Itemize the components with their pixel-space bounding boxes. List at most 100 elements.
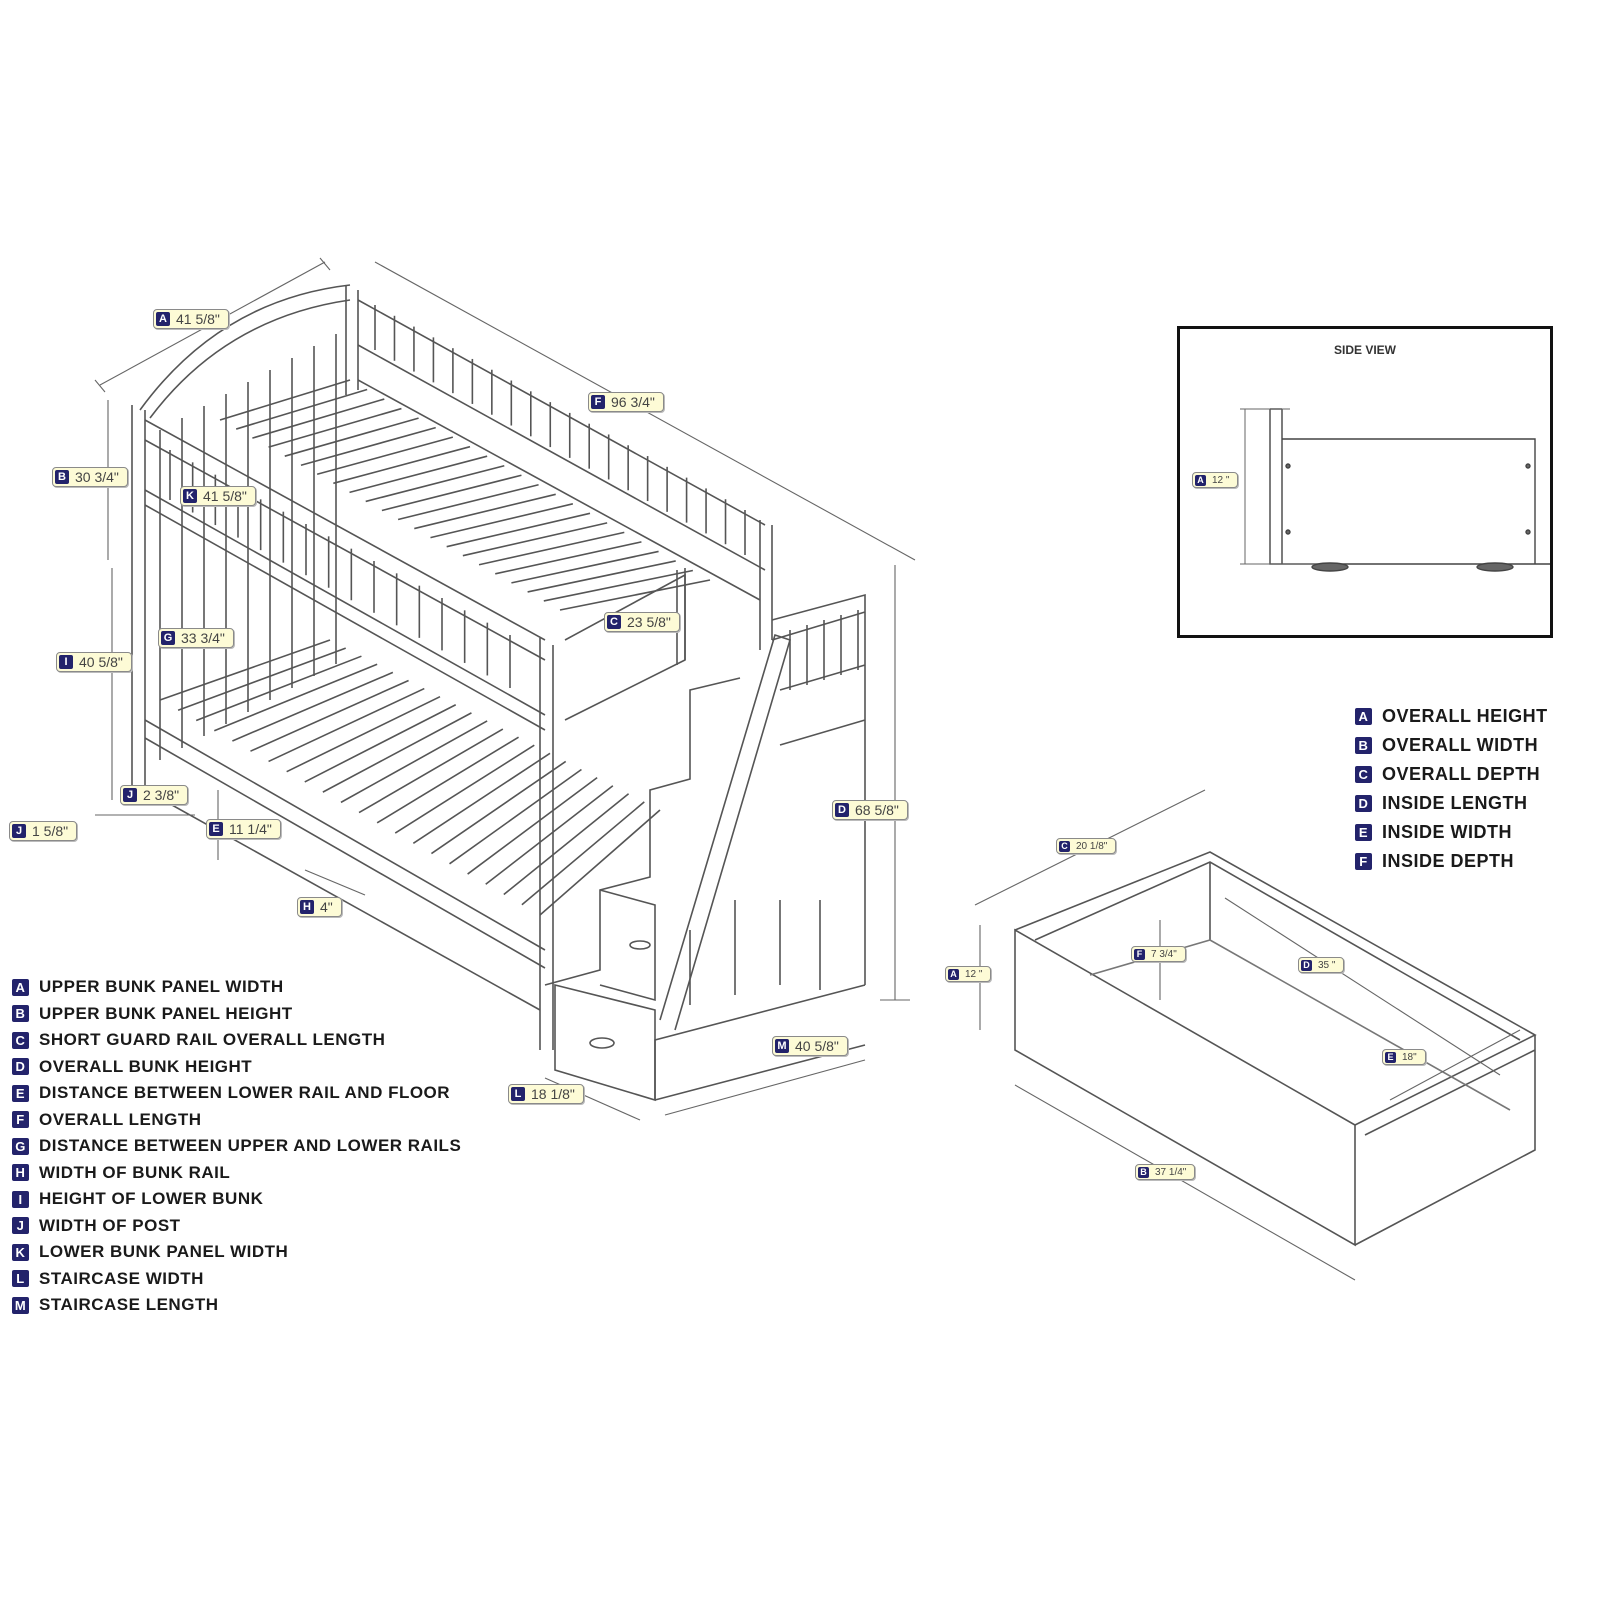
legend-item: F INSIDE DEPTH (1355, 847, 1548, 876)
bed-dimension-tag: K 41 5/8" (180, 486, 256, 506)
bunk-bed-frame (131, 284, 866, 1102)
legend-label: WIDTH OF POST (39, 1215, 181, 1235)
dimension-letter-badge: K (183, 489, 197, 503)
dimension-letter-badge: A (1195, 474, 1206, 486)
lower-slat (195, 655, 362, 722)
legend-label: SHORT GUARD RAIL OVERALL LENGTH (39, 1030, 386, 1050)
dimension-value: 40 5/8" (795, 1038, 839, 1054)
upper-slat (235, 388, 368, 430)
legend-letter-badge: I (12, 1190, 29, 1208)
dimension-letter-badge: D (1301, 959, 1312, 971)
bed-slats (159, 379, 711, 916)
legend-letter-badge: A (12, 978, 29, 996)
legend-label: INSIDE WIDTH (1382, 822, 1512, 842)
lower-slat (268, 687, 425, 763)
upper-slat (511, 550, 659, 584)
upper-slat (462, 522, 608, 557)
bed-balusters (159, 305, 859, 760)
upper-slat (527, 560, 676, 593)
upper-slat (414, 493, 556, 530)
legend-item: A OVERALL HEIGHT (1355, 702, 1548, 731)
upper-slat (381, 474, 522, 512)
lower-slat (286, 695, 441, 773)
lower-slat (394, 744, 535, 834)
upper-slat (300, 426, 436, 467)
legend-label: OVERALL LENGTH (39, 1109, 202, 1129)
dimension-value: 33 3/4" (181, 630, 225, 646)
dimension-value: 41 5/8" (176, 311, 220, 327)
dimension-letter-badge: H (300, 900, 314, 914)
legend-letter-badge: B (12, 1005, 29, 1023)
dimension-value: 11 1/4" (229, 821, 272, 837)
dimension-value: 12 " (1212, 474, 1230, 486)
upper-slat (495, 541, 642, 575)
legend-letter-badge: K (12, 1243, 29, 1261)
dimension-letter-badge: A (156, 312, 170, 326)
lower-slat (250, 679, 409, 752)
side-view-dimension-tag: A 12 " (1192, 472, 1239, 488)
dimension-letter-badge: L (511, 1087, 525, 1101)
legend-label: OVERALL WIDTH (1382, 735, 1539, 755)
lower-slat (322, 712, 472, 793)
legend-label: OVERALL BUNK HEIGHT (39, 1056, 253, 1076)
dimension-value: 7 3/4" (1151, 948, 1177, 960)
legend-letter-badge: L (12, 1270, 29, 1288)
upper-slat (349, 455, 488, 494)
legend-letter-badge: F (12, 1111, 29, 1129)
dimension-letter-badge: I (59, 655, 73, 669)
legend-letter-badge: F (1355, 853, 1372, 870)
dimension-value: 18 1/8" (531, 1086, 575, 1102)
lower-slat (412, 752, 551, 845)
dimension-value: 35 " (1318, 959, 1336, 971)
lower-slat (232, 671, 394, 742)
legend-label: STAIRCASE WIDTH (39, 1268, 204, 1288)
lower-slat (177, 647, 346, 711)
legend-letter-badge: G (12, 1137, 29, 1155)
legend-letter-badge: M (12, 1296, 29, 1314)
dimension-value: 68 5/8" (855, 802, 899, 818)
dimension-letter-badge: D (835, 803, 849, 817)
upper-slat (559, 579, 711, 611)
legend-label: DISTANCE BETWEEN UPPER AND LOWER RAILS (39, 1136, 462, 1156)
dimension-letter-badge: G (161, 631, 175, 645)
dimension-letter-badge: A (948, 968, 959, 980)
lower-slat (467, 776, 598, 875)
legend-label: OVERALL HEIGHT (1382, 706, 1548, 726)
legend-item: K LOWER BUNK PANEL WIDTH (12, 1239, 461, 1266)
lower-slat (430, 760, 567, 855)
legend-letter-badge: E (12, 1084, 29, 1102)
legend-label: LOWER BUNK PANEL WIDTH (39, 1242, 289, 1262)
dimension-value: 41 5/8" (203, 488, 247, 504)
legend-letter-badge: D (1355, 795, 1372, 812)
upper-slat (333, 445, 471, 485)
upper-slat (365, 464, 505, 503)
dimension-value: 1 5/8" (32, 823, 69, 839)
lower-slat (304, 704, 457, 783)
lower-slat (539, 809, 661, 916)
legend-letter-badge: A (1355, 708, 1372, 725)
drawer-dimension-tag: D 35 " (1298, 957, 1345, 973)
legend-label: INSIDE DEPTH (1382, 851, 1515, 871)
lower-slat (358, 728, 504, 814)
dimension-letter-badge: B (55, 470, 69, 484)
dimension-value: 40 5/8" (79, 654, 123, 670)
upper-slat (252, 398, 385, 439)
upper-slat (446, 512, 591, 548)
upper-slat (316, 436, 454, 476)
dimension-value: 37 1/4" (1155, 1166, 1187, 1178)
dimension-value: 23 5/8" (627, 614, 671, 630)
bed-dimension-tag: G 33 3/4" (158, 628, 234, 648)
